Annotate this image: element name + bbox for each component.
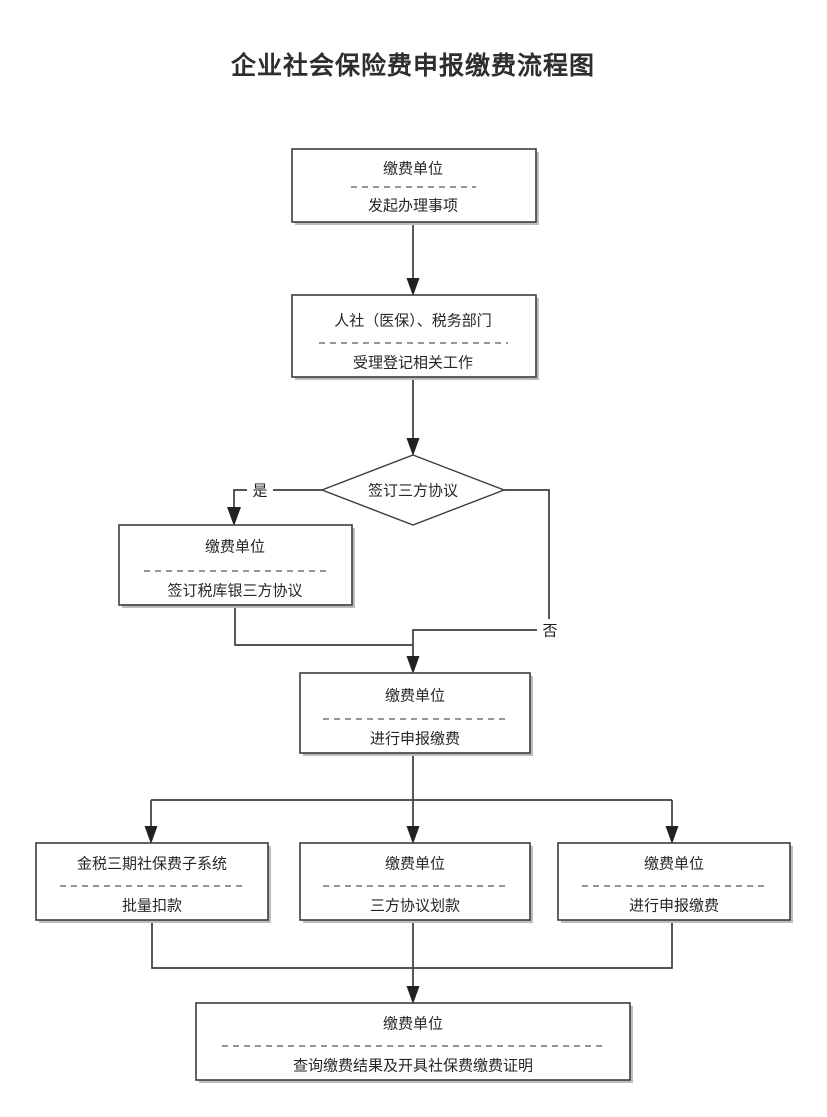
node-declare-pay-box[interactable] (299, 672, 531, 754)
page-title: 企业社会保险费申报缴费流程图 (231, 51, 595, 80)
node-branch-right-box[interactable] (557, 842, 791, 921)
node-decision-label: 签订三方协议 (368, 482, 458, 500)
node-branch-left[interactable]: 金税三期社保费子系统 批量扣款 (35, 842, 271, 923)
edge-sign-to-declare (234, 607, 413, 646)
node-declare-pay-actor: 缴费单位 (385, 687, 445, 705)
node-sign-agreement-actor: 缴费单位 (205, 538, 265, 556)
node-start-action: 发起办理事项 (368, 197, 458, 215)
node-start[interactable]: 缴费单位 发起办理事项 (291, 148, 539, 225)
node-accept[interactable]: 人社（医保）、税务部门 受理登记相关工作 (291, 294, 539, 380)
node-finish[interactable]: 缴费单位 查询缴费结果及开具社保费缴费证明 (195, 1002, 633, 1083)
node-finish-box[interactable] (195, 1002, 631, 1081)
node-accept-box[interactable] (291, 294, 537, 378)
node-start-box[interactable] (291, 148, 537, 223)
node-finish-actor: 缴费单位 (383, 1015, 443, 1033)
arrow-head-icon (406, 986, 420, 1004)
edge-label-no: 否 (542, 622, 557, 640)
node-branch-right-action: 进行申报缴费 (629, 897, 719, 915)
node-accept-actor: 人社（医保）、税务部门 (334, 312, 492, 330)
node-sign-agreement-action: 签订税库银三方协议 (167, 582, 302, 600)
node-branch-middle-action: 三方协议划款 (370, 897, 460, 915)
node-decision-diamond[interactable] (320, 454, 506, 526)
node-branch-middle-actor: 缴费单位 (385, 855, 445, 873)
node-branch-left-actor: 金税三期社保费子系统 (77, 855, 227, 873)
merge-bus-bottom (151, 920, 673, 969)
edge-label-yes: 是 (252, 482, 267, 500)
arrow-head-icon (406, 278, 420, 296)
arrow-head-icon (665, 826, 679, 844)
edge-label-no-bg (537, 619, 563, 641)
node-branch-left-box[interactable] (35, 842, 269, 921)
node-branch-middle-box[interactable] (299, 842, 531, 921)
node-branch-right-actor: 缴费单位 (644, 855, 704, 873)
edge-label-yes-bg (247, 479, 273, 501)
arrow-head-icon (406, 826, 420, 844)
node-decision[interactable]: 签订三方协议 (320, 454, 506, 526)
node-declare-pay-action: 进行申报缴费 (370, 730, 460, 748)
node-branch-middle[interactable]: 缴费单位 三方协议划款 (299, 842, 533, 923)
arrow-head-icon (144, 826, 158, 844)
arrow-head-icon (227, 507, 241, 526)
arrow-head-icon (406, 438, 420, 456)
edge-layer: 是 否 (144, 222, 679, 1004)
node-start-actor: 缴费单位 (383, 160, 443, 178)
node-accept-action: 受理登记相关工作 (353, 354, 473, 372)
node-declare-pay[interactable]: 缴费单位 进行申报缴费 (299, 672, 533, 756)
node-sign-agreement-box[interactable] (118, 524, 353, 606)
node-finish-action: 查询缴费结果及开具社保费缴费证明 (293, 1057, 533, 1075)
node-branch-left-action: 批量扣款 (122, 897, 182, 915)
arrow-head-icon (406, 656, 420, 674)
node-sign-agreement[interactable]: 缴费单位 签订税库银三方协议 (118, 524, 355, 608)
node-branch-right[interactable]: 缴费单位 进行申报缴费 (557, 842, 793, 923)
